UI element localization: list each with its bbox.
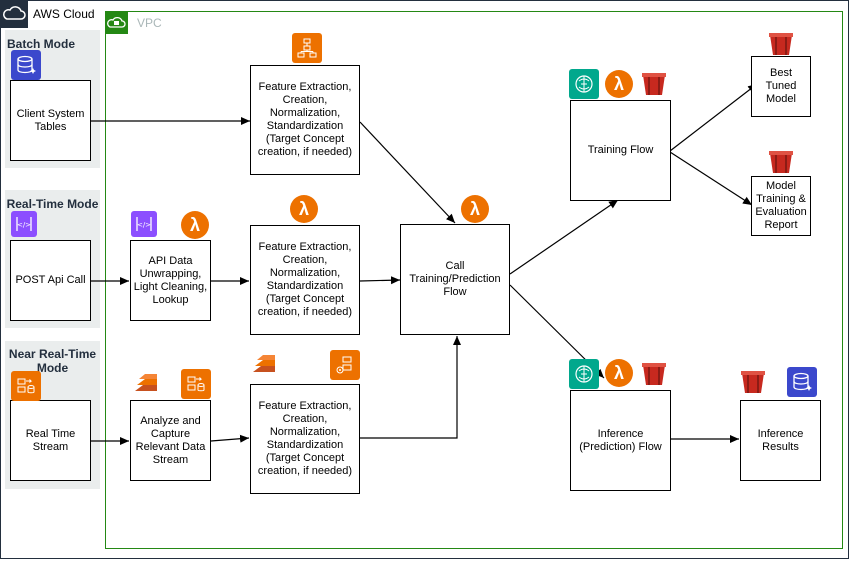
best-tuned-model-box[interactable]: Best Tuned Model <box>751 56 811 117</box>
lambda-icon: λ <box>605 70 633 98</box>
s3-bucket-icon <box>738 367 768 397</box>
call-flow-box[interactable]: Call Training/Prediction Flow <box>400 224 510 335</box>
api-gateway-icon: </> <box>11 211 37 237</box>
realtime-mode-title: Real-Time Mode <box>6 197 99 211</box>
post-api-call-box[interactable]: POST Api Call <box>10 240 91 321</box>
arrow-analyze-to-feature <box>210 434 250 443</box>
database-icon <box>787 367 817 397</box>
s3-bucket-icon <box>639 69 669 99</box>
aws-cloud-title: AWS Cloud <box>33 7 95 21</box>
lambda-icon: λ <box>461 195 489 223</box>
nearrealtime-mode-title: Near Real-Time Mode <box>8 347 97 375</box>
feature-box-nearrealtime[interactable]: Feature Extraction, Creation, Normalizat… <box>250 384 360 494</box>
s3-bucket-icon <box>639 359 669 389</box>
arrow-feature3-to-call <box>360 336 461 439</box>
vpc-icon <box>105 11 128 34</box>
lambda-icon: λ <box>181 211 209 239</box>
arrow-training-to-model <box>669 83 758 152</box>
kinesis-analytics-icon <box>330 350 360 380</box>
api-gateway-icon: </> <box>131 211 157 237</box>
arrow-call-to-training <box>509 199 619 275</box>
client-system-tables-box[interactable]: Client System Tables <box>10 80 91 161</box>
feature-box-batch[interactable]: Feature Extraction, Creation, Normalizat… <box>250 65 360 175</box>
api-unwrap-box[interactable]: API Data Unwrapping, Light Cleaning, Loo… <box>130 240 211 321</box>
training-flow-box[interactable]: Training Flow <box>570 100 671 201</box>
arrow-training-to-report <box>669 151 753 206</box>
kinesis-icon <box>131 369 161 399</box>
database-icon <box>11 50 41 80</box>
kinesis-data-streams-icon <box>11 371 41 401</box>
lambda-icon: λ <box>605 359 633 387</box>
arrow-feature2-to-call <box>359 276 401 285</box>
real-time-stream-box[interactable]: Real Time Stream <box>10 400 91 481</box>
model-report-box[interactable]: Model Training & Evaluation Report <box>751 176 811 236</box>
step-functions-icon <box>292 33 322 63</box>
batch-mode-title: Batch Mode <box>6 37 75 51</box>
vpc-title: VPC <box>137 16 162 30</box>
feature-box-realtime[interactable]: Feature Extraction, Creation, Normalizat… <box>250 225 360 335</box>
kinesis-data-streams-icon <box>181 369 211 399</box>
s3-bucket-icon <box>766 147 796 177</box>
arrow-feature1-to-call <box>359 121 456 224</box>
lambda-icon: λ <box>290 195 318 223</box>
svg-text:</>: </> <box>137 221 151 229</box>
aws-cloud-icon <box>0 0 28 28</box>
svg-text:</>: </> <box>17 221 31 229</box>
sagemaker-icon <box>569 359 599 389</box>
inference-results-box[interactable]: Inference Results <box>740 400 821 481</box>
analyze-stream-box[interactable]: Analyze and Capture Relevant Data Stream <box>130 400 211 481</box>
inference-flow-box[interactable]: Inference (Prediction) Flow <box>570 390 671 491</box>
kinesis-icon <box>249 350 279 380</box>
sagemaker-icon <box>569 69 599 99</box>
s3-bucket-icon <box>766 29 796 59</box>
vpc-frame <box>105 11 843 549</box>
